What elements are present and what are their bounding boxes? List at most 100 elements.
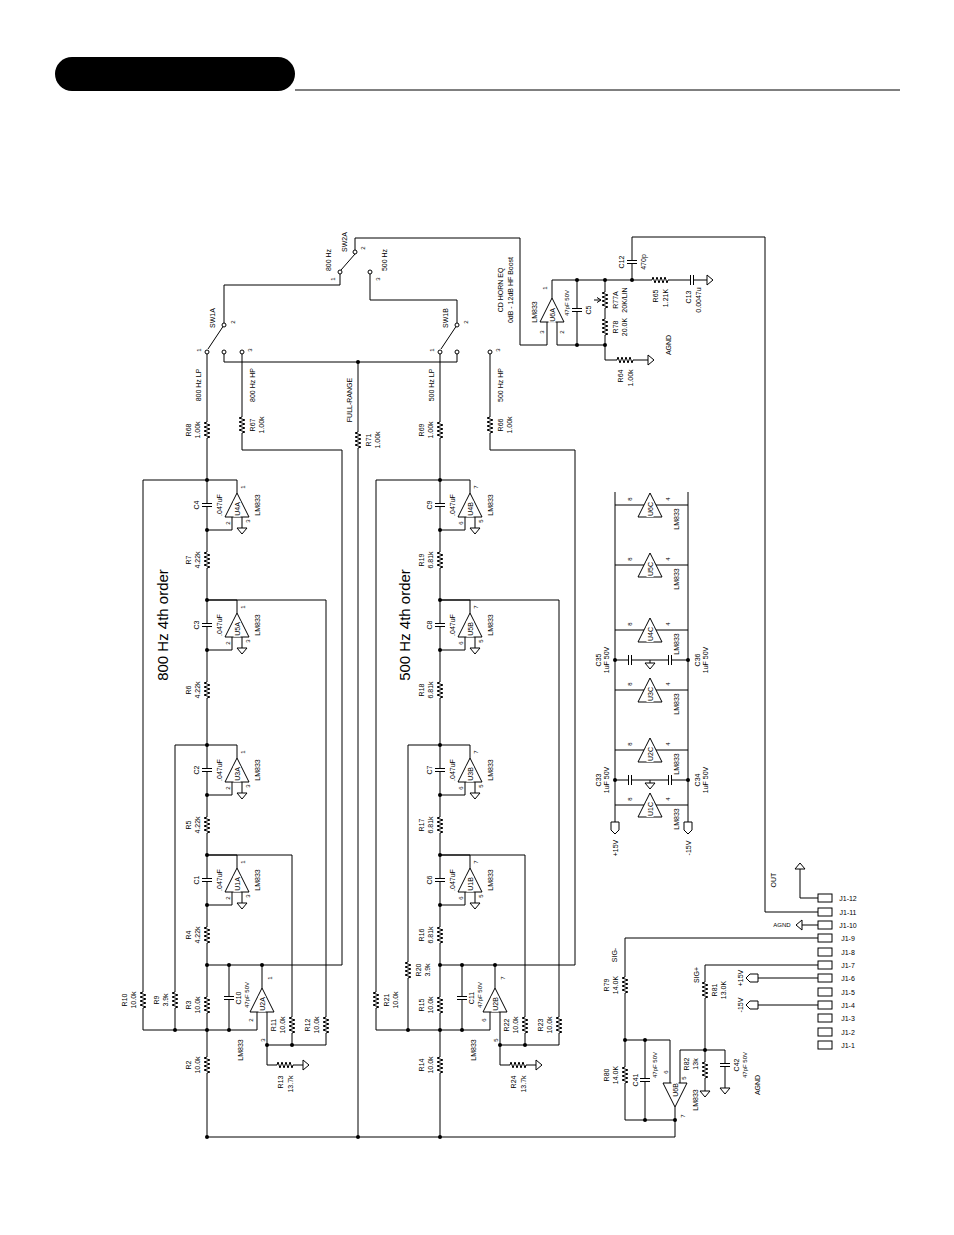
schematic-label: C9 (426, 500, 433, 511)
schematic-label: 6 (663, 1069, 669, 1074)
junction-dot (438, 1028, 442, 1032)
schematic-label: U3C (647, 686, 654, 702)
capacitor-symbol (435, 499, 445, 511)
wire (440, 600, 475, 650)
ground-symbol (470, 900, 480, 909)
schematic-label: 4 (665, 496, 671, 501)
schematic-label: R19 (418, 553, 425, 568)
resistor-symbol (622, 975, 628, 995)
schematic-label: U2B (492, 996, 499, 1012)
capacitor-symbol (720, 1059, 730, 1071)
schematic-label: U2A (259, 996, 266, 1012)
junction-dot (603, 343, 607, 347)
resistor-symbol (602, 317, 608, 337)
schematic-label: 500 Hz HP (497, 367, 504, 403)
schematic-label: LM833 (531, 300, 538, 323)
junction-dot (205, 598, 209, 602)
capacitor-symbol (202, 499, 212, 511)
connector-pin (818, 988, 832, 996)
wire (705, 1050, 725, 1085)
connector-pin (818, 1001, 832, 1009)
schematic-label: U1A (234, 876, 241, 892)
switch-contact (368, 270, 372, 274)
wire (758, 978, 818, 1005)
connector-pin (818, 921, 832, 929)
schematic-label: 10.0k (427, 1055, 434, 1074)
wire (207, 855, 292, 1045)
schematic-label: 1uF 50V (603, 646, 610, 674)
junction-dot (356, 360, 360, 364)
schematic-label: J1-12 (838, 895, 858, 902)
schematic-label: 500 Hz LP (428, 368, 435, 403)
schematic-label: 6 (481, 1017, 487, 1022)
resistor-symbol (556, 1015, 562, 1035)
schematic-label: C13 (685, 290, 692, 305)
schematic-label: 1 (542, 285, 548, 290)
wire (440, 352, 575, 988)
wire (376, 1012, 533, 1065)
schematic-label: R10 (121, 993, 128, 1008)
junction-dot (205, 793, 209, 797)
schematic-label: 13k (692, 1057, 699, 1070)
schematic-label: J1-4 (840, 1002, 856, 1009)
schematic-label: 800 Hz (325, 248, 332, 272)
capacitor-symbol (664, 655, 676, 665)
junction-dot (438, 528, 442, 532)
schematic-label: LM833 (487, 868, 494, 891)
schematic-label: R14 (418, 1058, 425, 1073)
schematic-label: 47pF 50V (742, 1051, 748, 1079)
junction-dot (356, 1135, 360, 1139)
schematic-label: 3 (495, 347, 501, 352)
junction-dot (623, 1038, 627, 1042)
schematic-label: R17 (418, 818, 425, 833)
opamp-symbol (458, 758, 482, 782)
switch-contact (240, 350, 244, 354)
wire (746, 974, 758, 1009)
schematic-label: SW1A (209, 307, 216, 329)
junction-dot (438, 1135, 442, 1139)
schematic-label: 10.0k (392, 990, 399, 1009)
wire (625, 938, 818, 1083)
ground-symbol (645, 780, 655, 789)
resistor-symbol (373, 990, 379, 1010)
schematic-label: R24 (510, 1075, 517, 1090)
wire (440, 855, 475, 905)
wire (800, 872, 818, 925)
schematic-label: R18 (418, 683, 425, 698)
opamp-symbol (663, 1083, 687, 1107)
schematic-label: 47pF 50V (477, 981, 483, 1009)
junction-dot (613, 658, 617, 662)
schematic-label: U5A (234, 621, 241, 637)
schematic-label: R23 (537, 1018, 544, 1033)
schematic-label: 1.00k (258, 415, 265, 434)
resistor-symbol (140, 990, 146, 1010)
resistor-symbol (172, 990, 178, 1010)
schematic-label: 2 (463, 319, 469, 324)
schematic-label: 5 (478, 783, 484, 788)
schematic-label: LM833 (673, 632, 680, 655)
schematic-label: 8 (627, 556, 633, 561)
connector-pin (818, 934, 832, 942)
schematic-label: 10.0k (194, 1055, 201, 1074)
schematic-label: J1-6 (840, 975, 856, 982)
schematic-label: LM833 (470, 1038, 477, 1061)
schematic-label: J1-8 (840, 949, 856, 956)
connector-pin (818, 1041, 832, 1049)
schematic-label: R21 (383, 993, 390, 1008)
schematic-label: J1-10 (838, 922, 858, 929)
schematic-label: 1.00k (627, 368, 634, 387)
schematic-label: R2 (185, 1060, 192, 1071)
resistor-symbol (204, 925, 210, 945)
wire (408, 745, 440, 1030)
wire (207, 745, 242, 795)
schematic-label: 6 (458, 785, 464, 790)
schematic-label: J1-1 (840, 1042, 856, 1049)
junction-dot (438, 743, 442, 747)
switch-contact (338, 270, 342, 274)
schematic-label: .047uF (216, 868, 223, 892)
schematic-label: C11 (468, 991, 475, 1005)
schematic-label: 4 (665, 741, 671, 746)
schematic-label: 0.0047u (695, 286, 702, 313)
junction-dot (438, 853, 442, 857)
schematic-label: J1-9 (840, 935, 856, 942)
